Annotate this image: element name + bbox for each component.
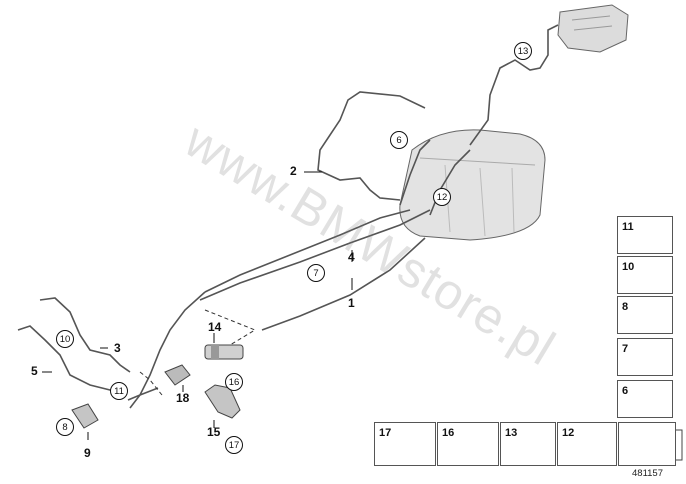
fuel-filter: [204, 344, 244, 360]
line-1: [261, 237, 426, 331]
circle-label-16: 16: [225, 373, 243, 391]
legend-num-10: 10: [622, 261, 635, 273]
circle-label-17: 17: [225, 436, 243, 454]
legend-box-16: 16: [437, 422, 499, 466]
circle-label-8: 8: [56, 418, 74, 436]
leader-14: [204, 309, 257, 346]
part-label-18: 18: [176, 391, 190, 405]
line-3: [39, 297, 131, 373]
part-label-5: 5: [31, 364, 38, 378]
part-label-9: 9: [84, 446, 91, 460]
circle-label-13: 13: [514, 42, 532, 60]
legend-num-11: 11: [622, 221, 634, 233]
part-label-14: 14: [208, 320, 222, 334]
legend-num-7: 7: [622, 343, 629, 355]
legend-num-12: 12: [562, 427, 575, 439]
legend-box-17: 17: [374, 422, 436, 466]
legend-box-13: 13: [500, 422, 556, 466]
legend-num-17: 17: [379, 427, 392, 439]
carbon-canister: [557, 4, 629, 53]
diagram-id: 481157: [632, 468, 663, 479]
line-2: [317, 91, 426, 201]
legend-box-8: 8: [617, 296, 673, 334]
part-label-2: 2: [290, 164, 297, 178]
direction-arrow-box: [618, 422, 676, 466]
legend-num-8: 8: [622, 301, 629, 313]
part-label-4: 4: [348, 250, 355, 264]
fuel-tank: [399, 129, 546, 241]
holder-8: [71, 403, 99, 429]
line-7a: [199, 209, 431, 301]
vent-line-13: [469, 24, 559, 146]
circle-label-10: 10: [56, 330, 74, 348]
bracket-15: [204, 384, 241, 419]
line-4: [204, 209, 411, 293]
line-6: [399, 139, 431, 206]
part-label-3: 3: [114, 341, 121, 355]
part-label-1: 1: [348, 296, 355, 310]
part-label-15: 15: [207, 425, 221, 439]
hose-upper: [129, 291, 206, 409]
legend-num-13: 13: [505, 427, 518, 439]
circle-label-11: 11: [110, 382, 128, 400]
line-5: [17, 325, 126, 396]
circle-label-6: 6: [390, 131, 408, 149]
legend-box-11: 11: [617, 216, 673, 254]
legend-box-12: 12: [557, 422, 617, 466]
legend-box-6: 6: [617, 380, 673, 418]
circle-label-7: 7: [307, 264, 325, 282]
legend-box-10: 10: [617, 256, 673, 294]
line-end: [127, 387, 159, 401]
legend-num-6: 6: [622, 385, 629, 397]
legend-box-7: 7: [617, 338, 673, 376]
legend-num-16: 16: [442, 427, 455, 439]
circle-label-12: 12: [433, 188, 451, 206]
clamp-18: [164, 364, 191, 386]
